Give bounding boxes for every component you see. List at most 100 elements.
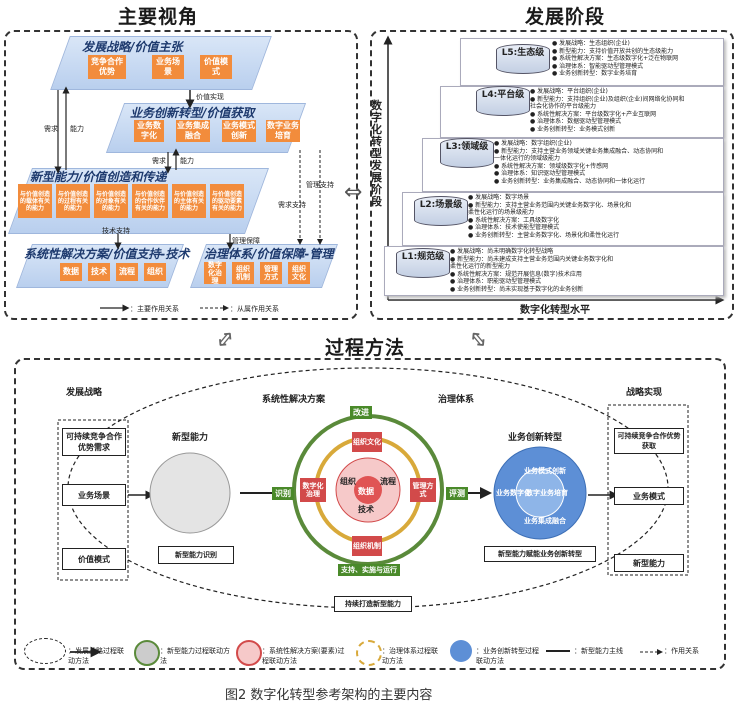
legend-item: ：系统性解决方案(要素)过程联动方法 (262, 647, 345, 665)
stage-l3: L3:领域级 (440, 138, 494, 168)
stage-l4-line: ● 治理体系：数据驱动型管理模式 (530, 118, 622, 125)
double-arrow-icon: ⇔ (344, 180, 363, 205)
biz-item: 业务数字化 (134, 120, 164, 142)
stage-l4-line: ● 新型能力：支持组织(企业)及组织(企业)间网络化协同和 (530, 95, 685, 103)
data-label: 数据 (358, 487, 374, 496)
solution-item: 数据 (60, 263, 82, 281)
stage-l1-line: ● 发展战略：尚未明确数字化转型战略 (450, 248, 554, 255)
label-capability-2: 能力 (180, 157, 194, 165)
x-axis-label: 数字化转型水平 (520, 305, 590, 316)
stage-l2-line: ● 治理体系：技术使能型管理模式 (468, 224, 560, 231)
stage-l2-line: ● 发展战略：数字场景 (468, 194, 530, 201)
stage-l1-line: 柔性化运行的新型能力 (450, 263, 511, 270)
biz-item: 数字业务培育 (526, 489, 568, 497)
stage-l4-line: 社会化协作的平台级能力 (530, 103, 597, 110)
stage-l3-line: 一体化运行的领域级能力 (494, 155, 561, 162)
biz-item: 业务集成融合 (176, 120, 210, 142)
stage-l5-line: ● 系统性解决方案：生态级数字化+泛在物联网 (552, 55, 679, 62)
stage-l3-line: ● 新型能力：支持主营业务领域关键业务集成融合、动态协同和 (494, 147, 664, 155)
y-axis-label: 数字化转型发展阶段 (371, 99, 382, 208)
strategy-item: 价值模式 (200, 55, 232, 79)
culture-box: 组织文化 (352, 432, 382, 452)
solution-title: 系统性解决方案 (262, 395, 326, 405)
legend-item: ：新型能力主线 (574, 647, 623, 655)
stage-l1-line: ● 系统性解决方案：规范开展信息(数字)技术应用 (450, 270, 582, 278)
legend-item: ：新型能力过程联动方法 (160, 647, 230, 665)
stage-l3-line: ● 治理体系：知识驱动型管理模式 (494, 170, 586, 177)
label-need: 需求 (44, 125, 58, 133)
bottom-caption: 持续打造新型能力 (334, 596, 412, 612)
process-left-title: 发展战略 (66, 388, 103, 398)
strategy-item: 业务场景 (152, 55, 184, 79)
main-view-title: 主要视角 (118, 6, 199, 28)
dev-stage-title: 发展阶段 (525, 6, 606, 28)
capability-item: 与价值创造的主体有关的能力 (172, 184, 206, 218)
stage-l2-line: ● 系统性解决方案：工具级数字化 (468, 216, 560, 224)
legend-sub: ：从属作用关系 (230, 305, 279, 313)
stage-l4-line: ● 系统性解决方案：平台级数字化+产业互联网 (530, 110, 657, 118)
digital-gov-box: 数字化治理 (300, 478, 326, 502)
label-capability: 能力 (70, 125, 84, 133)
stage-l5-line: ● 发展战略：生态组织(企业) (552, 40, 630, 47)
right-title: 战略实现 (626, 388, 663, 398)
stage-l1-line: ● 治理体系：职能驱动型管理模式 (450, 278, 542, 285)
dev-stage-panel (370, 30, 734, 320)
governance-item: 管理方式 (260, 262, 282, 284)
governance-item: 数字化治理 (204, 261, 226, 285)
plane-strategy-title: 发展战略/价值主张 (82, 40, 183, 54)
mgmt-box: 管理方式 (410, 478, 436, 502)
plane-solution-title: 系统性解决方案/价值支持-技术 (24, 247, 190, 261)
evaluate-tag: 评测 (446, 487, 468, 500)
biz-item: 业务模式创新 (524, 467, 566, 475)
stage-l4: L4:平台级 (476, 86, 530, 116)
stage-l5-line: ● 业务创新转型：数字业务培育 (552, 70, 638, 77)
stage-l3-line: ● 业务创新转型：业务集成融合、动态协同和一体化运行 (494, 177, 646, 185)
stage-l5-line: ● 新型能力：支持价值开放共创的生态级能力 (552, 47, 674, 55)
legend-capability-icon (134, 640, 160, 666)
biz-item: 业务模式创新 (222, 120, 256, 142)
org-label: 组织 (340, 477, 356, 486)
left-item: 价值模式 (62, 548, 126, 570)
biz-item: 业务集成融合 (524, 517, 566, 525)
legend-biz-icon (450, 640, 472, 662)
legend-mainline-icon (546, 650, 570, 652)
legend-item: ：业务创新转型过程联动方法 (476, 647, 539, 665)
left-item: 可持续竞争合作优势需求 (62, 428, 126, 456)
figure-caption: 图2 数字化转型参考架构的主要内容 (225, 688, 433, 703)
main-view-arrows (54, 86, 323, 312)
stage-l4-line: ● 发展战略：平台组织(企业) (530, 88, 608, 95)
tech-label: 技术 (358, 505, 374, 514)
stage-l3-line: ● 发展战略：数字组织(企业) (494, 140, 572, 147)
capability-item: 与价值创造的驱动要素有关的能力 (210, 184, 244, 218)
stage-l5-line: ● 治理体系：智能驱动型管理模式 (552, 62, 644, 70)
process-label: 流程 (380, 477, 396, 486)
governance-title: 治理体系 (438, 395, 475, 405)
strategy-item: 竞争合作优势 (88, 55, 126, 79)
label-value-realize: 价值实现 (196, 93, 224, 101)
label-mgmt-guarantee: 管理保障 (232, 237, 260, 245)
biz-item: 数字业务培育 (266, 120, 300, 142)
solution-item: 技术 (88, 263, 110, 281)
legend-item: ：发展战略过程联动方法 (68, 647, 124, 665)
plane-capability-title: 新型能力/价值创造和传递 (30, 170, 167, 184)
legend-item: ：作用关系 (664, 647, 699, 655)
governance-item: 组织机制 (232, 262, 254, 284)
process-panel (14, 358, 726, 670)
stage-l2: L2:场景级 (414, 196, 468, 226)
stage-l2-line: 柔性化运行的场景级能力 (468, 209, 535, 216)
solution-item: 组织 (144, 263, 166, 281)
label-tech-support: 技术支持 (102, 227, 130, 235)
capability-item: 与价值创造的合作伙伴有关的能力 (132, 184, 168, 218)
legend-item: ：治理体系过程联动方法 (382, 647, 438, 665)
right-item: 新型能力 (614, 554, 684, 572)
left-item: 业务场景 (62, 484, 126, 506)
plane-governance-title: 治理体系/价值保障-管理 (204, 247, 334, 261)
stage-l3-line: ● 系统性解决方案：领域级数字化+传感网 (494, 162, 609, 170)
biz-item: 业务数字化 (496, 489, 531, 497)
legend-main: ：主要作用关系 (130, 305, 179, 313)
support-tag: 支持、实施与运行 (338, 564, 400, 576)
process-title: 过程方法 (325, 337, 406, 359)
label-mgmt-support: 管理支持 (306, 181, 334, 189)
biz-caption: 新型能力赋能业务创新转型 (484, 546, 596, 562)
